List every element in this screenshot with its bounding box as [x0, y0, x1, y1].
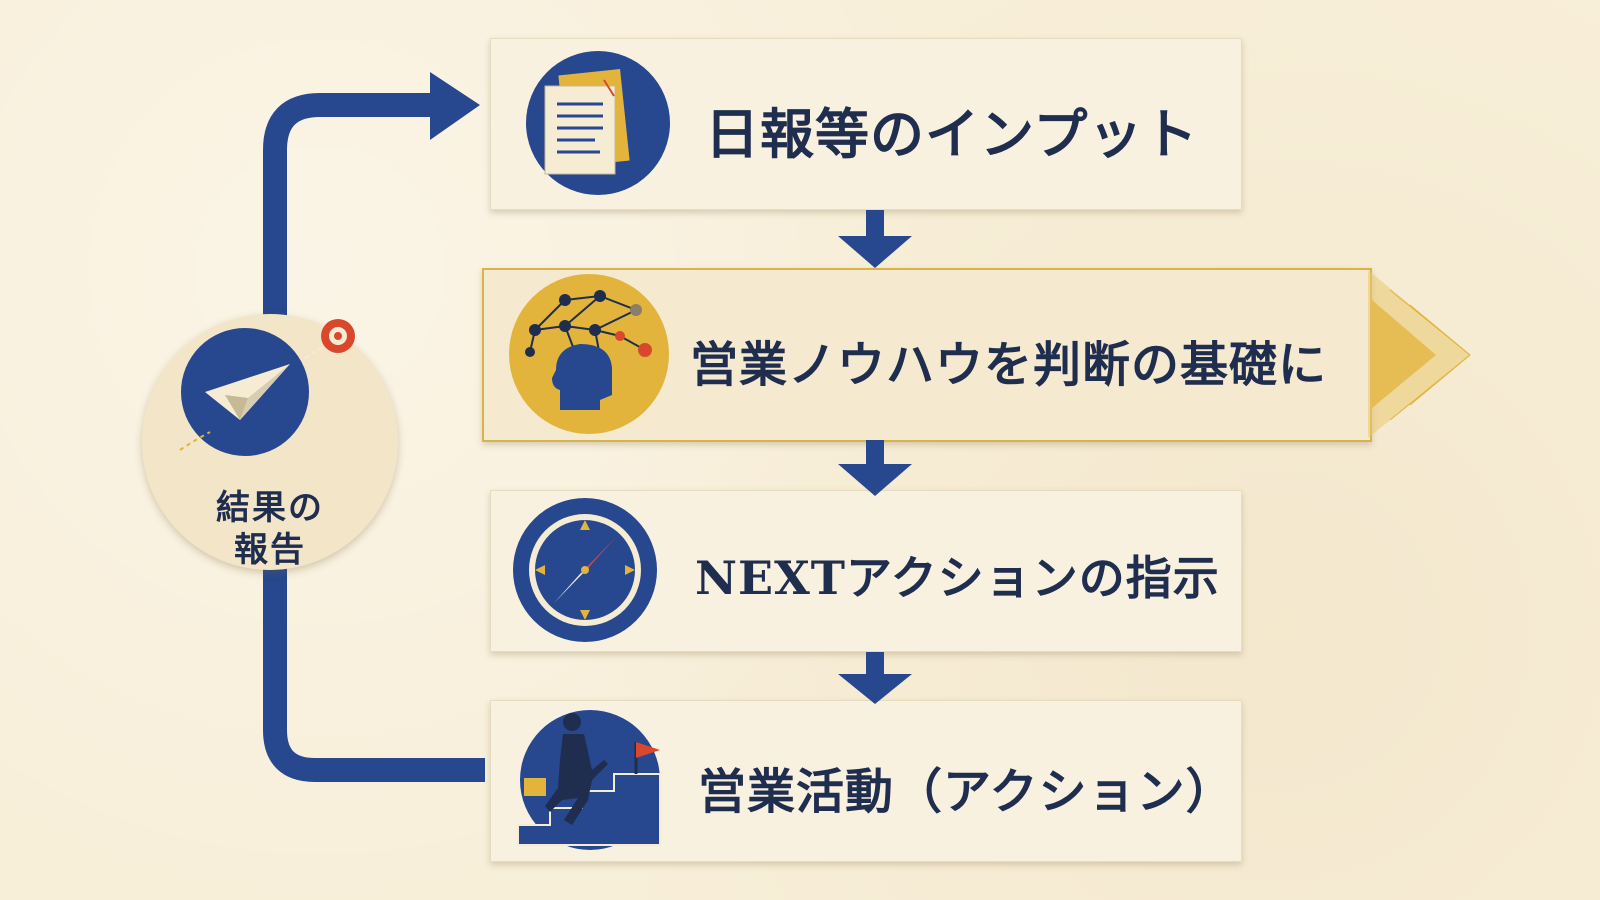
cycle-label-line1: 結果の — [216, 488, 324, 528]
down-arrow-1 — [838, 210, 912, 268]
step-label-input: 日報等のインプット — [705, 102, 1199, 166]
step-label-next-action: NEXTアクションの指示 — [695, 551, 1220, 605]
loop-path — [263, 93, 485, 782]
cycle-label-line2: 報告 — [234, 530, 306, 570]
down-arrow-3 — [838, 652, 912, 704]
step-label-knowhow: 営業ノウハウを判断の基礎に — [690, 337, 1328, 393]
down-arrow-2 — [838, 440, 912, 496]
chevron-inner — [1372, 300, 1436, 408]
loop-arrowhead — [430, 72, 480, 140]
step-label-sales-activity: 営業活動（アクション） — [698, 764, 1235, 820]
